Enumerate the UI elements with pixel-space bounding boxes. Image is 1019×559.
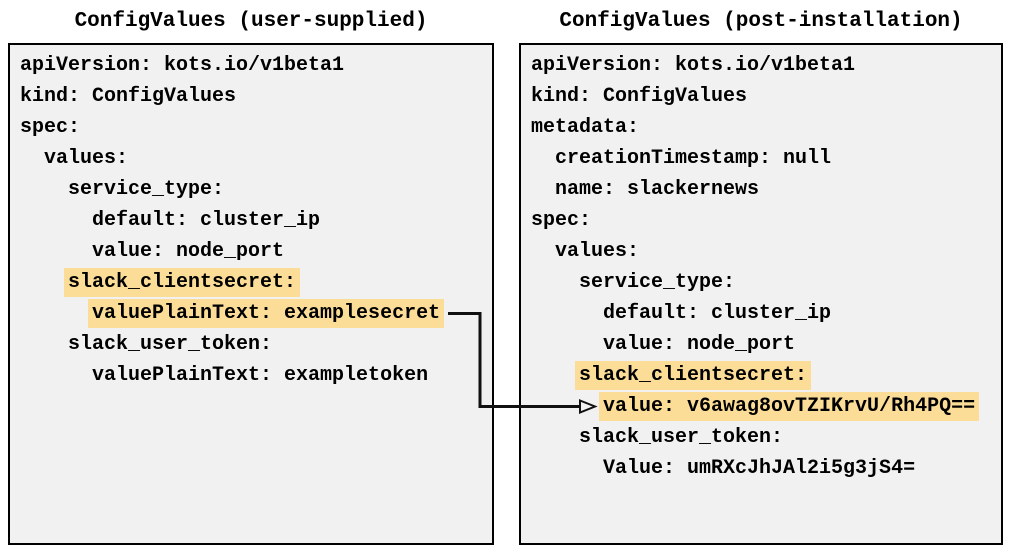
yaml-text: service_type: xyxy=(579,271,736,294)
yaml-text: value: node_port xyxy=(92,240,285,263)
yaml-line: values: xyxy=(531,236,995,267)
yaml-line: service_type: xyxy=(20,174,486,205)
yaml-text: valuePlainText: exampletoken xyxy=(92,364,429,387)
yaml-line: apiVersion: kots.io/v1beta1 xyxy=(20,50,486,81)
yaml-text: apiVersion: kots.io/v1beta1 xyxy=(531,54,856,77)
yaml-line: spec: xyxy=(531,205,995,236)
yaml-line: service_type: xyxy=(531,267,995,298)
yaml-text: spec: xyxy=(20,116,81,139)
yaml-block-user-supplied: apiVersion: kots.io/v1beta1 kind: ConfigV… xyxy=(8,43,494,545)
highlighted-yaml-text: slack_clientsecret: xyxy=(64,268,301,297)
yaml-text: service_type: xyxy=(68,178,225,201)
yaml-text: value: node_port xyxy=(603,333,796,356)
yaml-text: default: cluster_ip xyxy=(92,209,321,232)
yaml-line: kind: ConfigValues xyxy=(531,81,995,112)
yaml-text: Value: umRXcJhJAl2i5g3jS4= xyxy=(603,457,916,480)
yaml-text: spec: xyxy=(531,209,592,232)
yaml-line: slack_clientsecret: xyxy=(531,360,995,391)
yaml-line: name: slackernews xyxy=(531,174,995,205)
yaml-text: slack_user_token: xyxy=(579,426,784,449)
yaml-text: metadata: xyxy=(531,116,640,139)
yaml-text: values: xyxy=(555,240,640,263)
yaml-line: value: v6awag8ovTZIKrvU/Rh4PQ== xyxy=(531,391,995,422)
yaml-line: slack_clientsecret: xyxy=(20,267,486,298)
yaml-line: apiVersion: kots.io/v1beta1 xyxy=(531,50,995,81)
yaml-line: metadata: xyxy=(531,112,995,143)
yaml-text: slack_user_token: xyxy=(68,333,273,356)
yaml-line: value: node_port xyxy=(20,236,486,267)
yaml-code-user-supplied: apiVersion: kots.io/v1beta1 kind: ConfigV… xyxy=(20,50,486,391)
yaml-line: slack_user_token: xyxy=(531,422,995,453)
yaml-line: default: cluster_ip xyxy=(20,205,486,236)
yaml-line: spec: xyxy=(20,112,486,143)
yaml-code-post-installation: apiVersion: kots.io/v1beta1 kind: ConfigV… xyxy=(531,50,995,484)
panel-user-supplied: ConfigValues (user-supplied) apiVersion:… xyxy=(8,0,494,545)
yaml-line: values: xyxy=(20,143,486,174)
panel-title-post-installation: ConfigValues (post-installation) xyxy=(559,10,963,33)
yaml-text: values: xyxy=(44,147,129,170)
panel-title-user-supplied: ConfigValues (user-supplied) xyxy=(74,10,428,33)
yaml-block-post-installation: apiVersion: kots.io/v1beta1 kind: ConfigV… xyxy=(519,43,1003,545)
yaml-line: slack_user_token: xyxy=(20,329,486,360)
highlighted-yaml-text: valuePlainText: examplesecret xyxy=(88,299,445,328)
yaml-line: creationTimestamp: null xyxy=(531,143,995,174)
highlighted-yaml-text: slack_clientsecret: xyxy=(575,361,812,390)
yaml-line: kind: ConfigValues xyxy=(20,81,486,112)
yaml-line: value: node_port xyxy=(531,329,995,360)
panel-post-installation: ConfigValues (post-installation) apiVers… xyxy=(519,0,1003,545)
yaml-text: name: slackernews xyxy=(555,178,760,201)
yaml-line: Value: umRXcJhJAl2i5g3jS4= xyxy=(531,453,995,484)
yaml-line: default: cluster_ip xyxy=(531,298,995,329)
highlighted-yaml-text: value: v6awag8ovTZIKrvU/Rh4PQ== xyxy=(599,392,980,421)
yaml-text: kind: ConfigValues xyxy=(531,85,748,108)
yaml-line: valuePlainText: exampletoken xyxy=(20,360,486,391)
yaml-text: creationTimestamp: null xyxy=(555,147,832,170)
yaml-text: kind: ConfigValues xyxy=(20,85,237,108)
yaml-text: apiVersion: kots.io/v1beta1 xyxy=(20,54,345,77)
yaml-line: valuePlainText: examplesecret xyxy=(20,298,486,329)
yaml-text: default: cluster_ip xyxy=(603,302,832,325)
